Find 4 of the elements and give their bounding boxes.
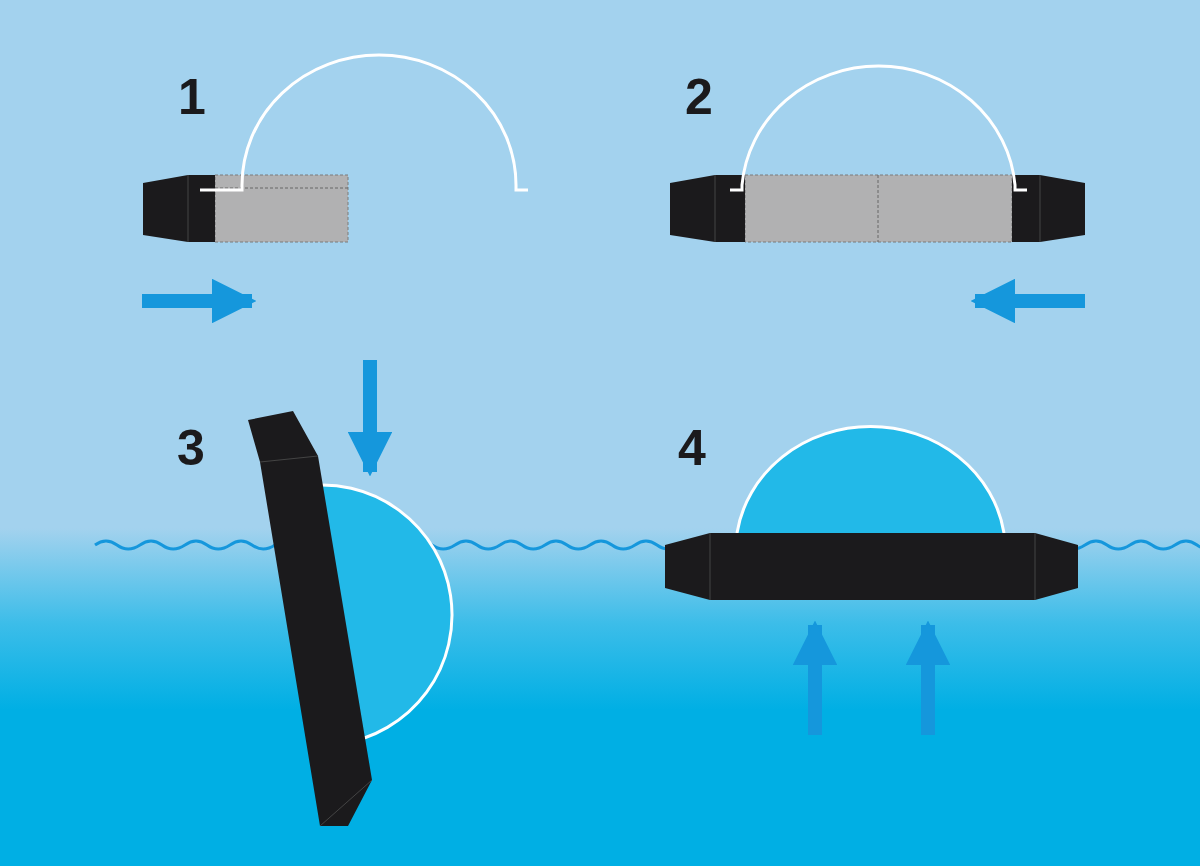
step-number: 1 xyxy=(178,72,206,122)
step-number: 4 xyxy=(678,423,706,473)
step-number: 2 xyxy=(685,72,713,122)
step-number: 3 xyxy=(177,423,205,473)
